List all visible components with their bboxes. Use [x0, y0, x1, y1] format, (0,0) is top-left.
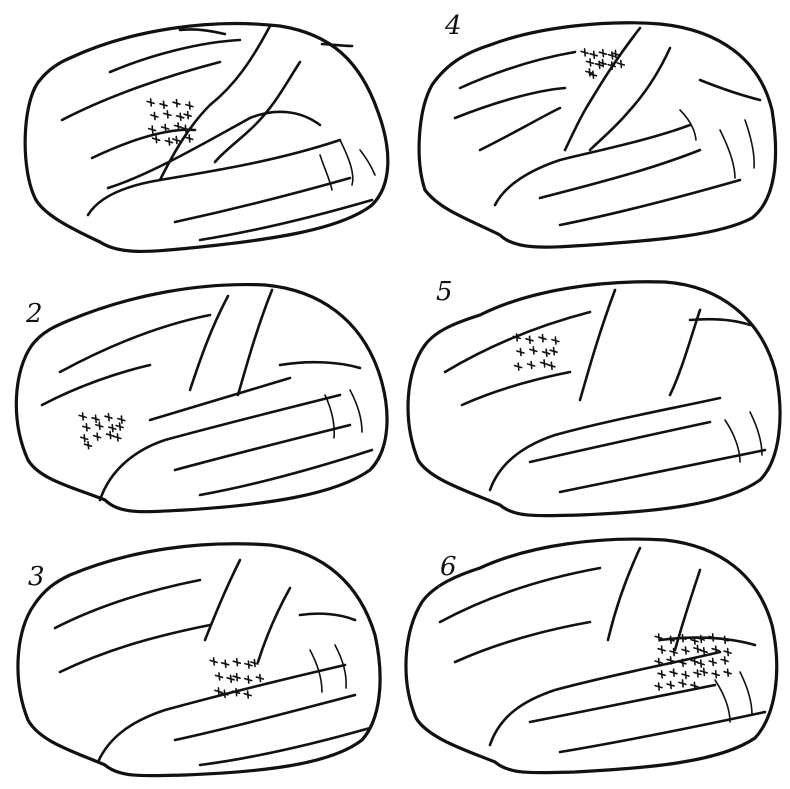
lesion-mark [670, 669, 677, 676]
lesion-mark [724, 649, 731, 656]
lesion-mark [655, 683, 662, 690]
lesion-mark [109, 425, 116, 432]
lesion-mark [245, 676, 252, 683]
lesion-mark [682, 672, 689, 679]
lesion-mark [222, 660, 229, 667]
lesion-mark [515, 363, 522, 370]
lesion-mark [186, 102, 193, 109]
lesion-mark [164, 111, 171, 118]
lesion-mark [543, 349, 550, 356]
lesion-mark [173, 137, 180, 144]
lesion-mark [105, 414, 112, 421]
lesion-mark [697, 660, 704, 667]
lesion-mark [709, 634, 716, 641]
lesion-mark [233, 659, 240, 666]
lesion-marks [79, 49, 731, 698]
lesion-mark [107, 432, 114, 439]
brain-outline-6 [406, 539, 777, 773]
panel-label-2: 2 [25, 299, 43, 329]
lesion-mark [210, 658, 217, 665]
lesion-mark [617, 61, 624, 68]
lesion-mark [541, 360, 548, 367]
lesion-mark [530, 347, 537, 354]
lesion-mark [667, 682, 674, 689]
lesion-mark [721, 657, 728, 664]
lesion-mark [149, 126, 156, 133]
panel-label-3: 3 [28, 562, 45, 592]
lesion-mark [79, 413, 86, 420]
lesion-mark [151, 113, 158, 120]
lesion-mark [85, 442, 92, 449]
lesion-mark [552, 337, 559, 344]
lesion-mark [599, 50, 606, 57]
lesion-mark [712, 671, 719, 678]
lesion-mark [165, 138, 172, 145]
lesion-mark [216, 673, 223, 680]
lesion-mark [244, 691, 251, 698]
lesion-mark [94, 433, 101, 440]
lesion-mark [709, 659, 716, 666]
brain-outline-5 [408, 282, 780, 516]
lesion-mark [526, 336, 533, 343]
lesion-mark [177, 113, 184, 120]
lesion-mark [96, 422, 103, 429]
brain-panel-4: 4 [419, 11, 775, 247]
brain-panel-2: 2 [16, 285, 387, 512]
brain-panel-5: 5 [408, 277, 780, 516]
lesion-mark [118, 416, 125, 423]
lesion-mark [658, 646, 665, 653]
lesion-mark [81, 435, 88, 442]
lesion-mark [528, 362, 535, 369]
lesion-mark [256, 675, 263, 682]
lesion-mark [658, 671, 665, 678]
lesion-mark [114, 434, 121, 441]
brain-panel-6: 6 [406, 539, 777, 773]
lesion-mark [548, 362, 555, 369]
lesion-mark [153, 136, 160, 143]
lesion-mark [116, 423, 123, 430]
lesion-mark [581, 49, 588, 56]
lesion-mark [92, 415, 99, 422]
lesion-mark [160, 101, 167, 108]
lesion-mark [679, 680, 686, 687]
lesion-mark [550, 348, 557, 355]
lesion-mark [700, 648, 707, 655]
lesion-mark [173, 100, 180, 107]
brain-panel-1 [25, 24, 388, 252]
lesion-mark [184, 112, 191, 119]
brain-panel-3: 3 [18, 544, 380, 776]
lesion-mark [724, 669, 731, 676]
lesion-mark [682, 647, 689, 654]
panel-label-5: 5 [436, 277, 453, 307]
lesion-mark [539, 335, 546, 342]
brain-outline-1 [25, 24, 388, 252]
lesion-mark [83, 424, 90, 431]
lesion-mark [215, 688, 222, 695]
lesion-mark [721, 636, 728, 643]
lesion-mark [694, 645, 701, 652]
lesion-mark [590, 51, 597, 58]
lesion-mark [147, 99, 154, 106]
lesion-mark [587, 59, 594, 66]
panel-label-4: 4 [444, 11, 462, 41]
lesion-mark [517, 349, 524, 356]
